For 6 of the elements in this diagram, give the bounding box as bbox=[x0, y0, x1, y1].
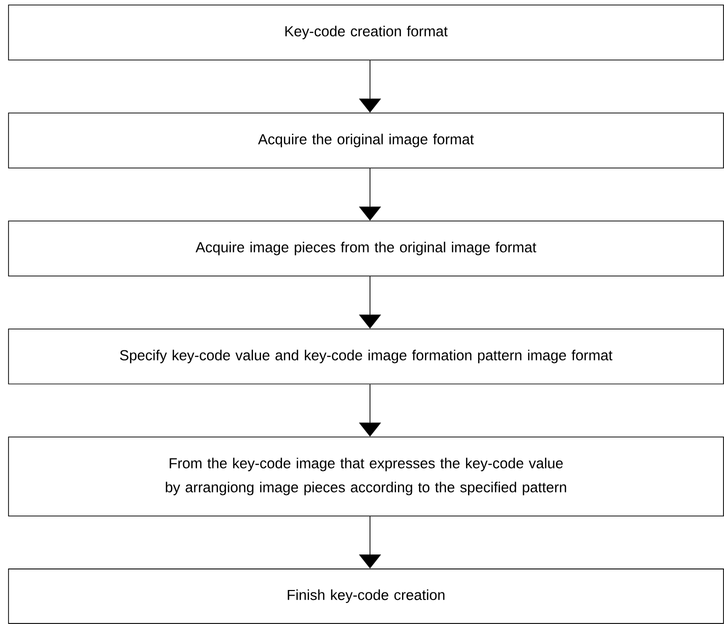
process-box: Key-code creation format bbox=[8, 4, 724, 60]
process-box: Acquire image pieces from the original image format bbox=[8, 220, 724, 276]
process-box: Specify key-code value and key-code image formation pattern image format bbox=[8, 328, 724, 384]
process-box: Finish key-code creation bbox=[8, 568, 724, 624]
process-box: From the key-code image that expresses the key-code value by arrangiong image pieces according to the specified pattern bbox=[8, 436, 724, 516]
process-box: Acquire the original image format bbox=[8, 112, 724, 168]
